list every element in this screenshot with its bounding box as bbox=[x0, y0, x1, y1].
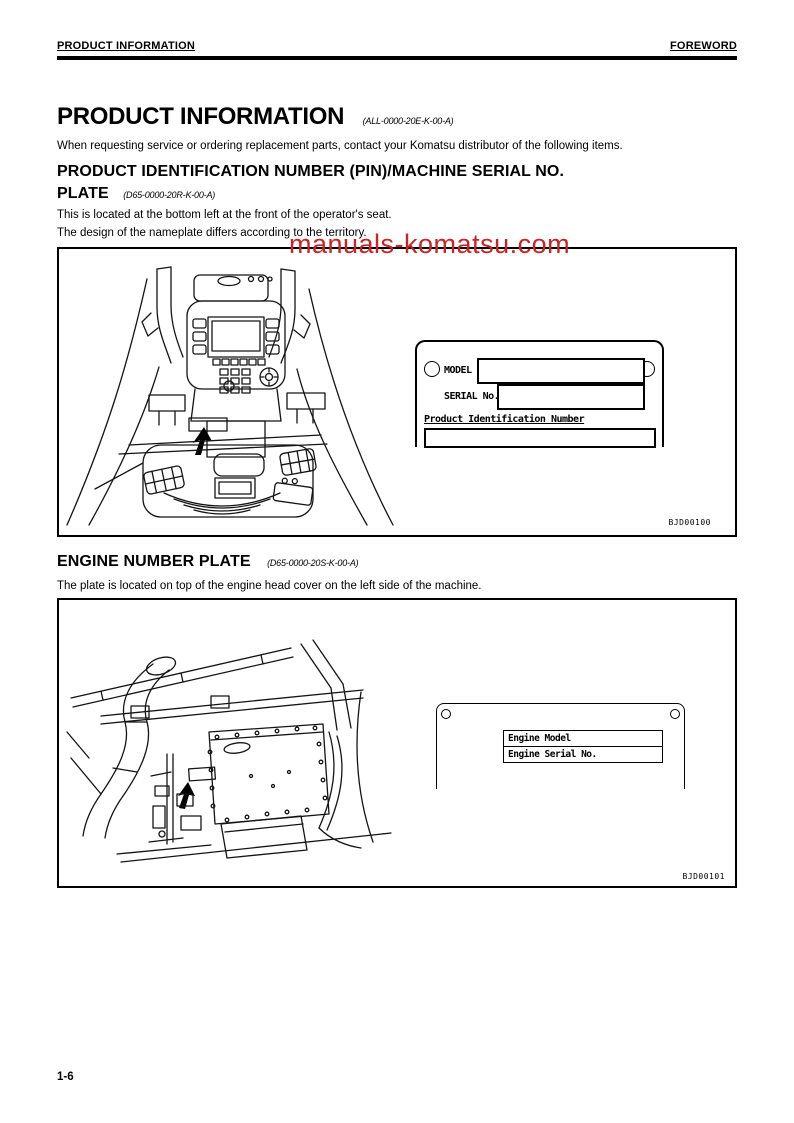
figure-id: BJD00101 bbox=[682, 872, 725, 881]
mounting-hole-icon bbox=[670, 709, 680, 719]
running-header-left: PRODUCT INFORMATION bbox=[57, 40, 196, 52]
engine-model-row: Engine Model bbox=[503, 730, 663, 747]
section-engine-code: (D65-0000-20S-K-00-A) bbox=[267, 558, 359, 568]
section-engine-body-line1: The plate is located on top of the engin… bbox=[57, 580, 482, 592]
page-number: 1-6 bbox=[57, 1071, 74, 1083]
figure-engine-plate: Engine Model Engine Serial No. BJD00101 bbox=[57, 598, 737, 888]
engine-serial-row: Engine Serial No. bbox=[503, 747, 663, 763]
engine-line-drawing bbox=[66, 639, 392, 863]
pin-label: Product Identification Number bbox=[424, 414, 585, 425]
engine-nameplate: Engine Model Engine Serial No. bbox=[436, 703, 685, 789]
pin-nameplate: MODEL SERIAL No. Product Identification … bbox=[415, 340, 664, 448]
intro-paragraph: When requesting service or ordering repl… bbox=[57, 140, 623, 152]
engine-serial-label: Engine Serial No. bbox=[508, 749, 597, 760]
operator-console-line-drawing bbox=[66, 266, 394, 526]
section-pin-heading-line2: PLATE bbox=[57, 185, 109, 202]
engine-model-label: Engine Model bbox=[508, 733, 571, 744]
model-label: MODEL bbox=[444, 365, 472, 376]
section-pin-code: (D65-0000-20R-K-00-A) bbox=[123, 190, 216, 200]
page-title: PRODUCT INFORMATION bbox=[57, 103, 345, 130]
figure-id: BJD00100 bbox=[668, 518, 711, 527]
mounting-hole-icon bbox=[441, 709, 451, 719]
section-pin-body-line2: The design of the nameplate differs acco… bbox=[57, 227, 367, 239]
header-rule bbox=[57, 56, 737, 60]
serial-value-box bbox=[497, 384, 645, 410]
mounting-hole-icon bbox=[424, 361, 440, 377]
section-pin-body-line1: This is located at the bottom left at th… bbox=[57, 209, 392, 221]
running-header-right: FOREWORD bbox=[670, 40, 737, 52]
pin-value-box bbox=[424, 428, 656, 448]
serial-label: SERIAL No. bbox=[444, 391, 500, 402]
site-watermark: manuals-komatsu.com bbox=[289, 229, 571, 259]
section-engine-heading: ENGINE NUMBER PLATE bbox=[57, 553, 251, 570]
figure-pin-plate: MODEL SERIAL No. Product Identification … bbox=[57, 247, 737, 537]
page-title-code: (ALL-0000-20E-K-00-A) bbox=[362, 116, 454, 126]
model-value-box bbox=[477, 358, 645, 384]
plate-location-arrow-icon bbox=[178, 782, 195, 809]
section-pin-heading-line1: PRODUCT IDENTIFICATION NUMBER (PIN)/MACH… bbox=[57, 163, 565, 180]
